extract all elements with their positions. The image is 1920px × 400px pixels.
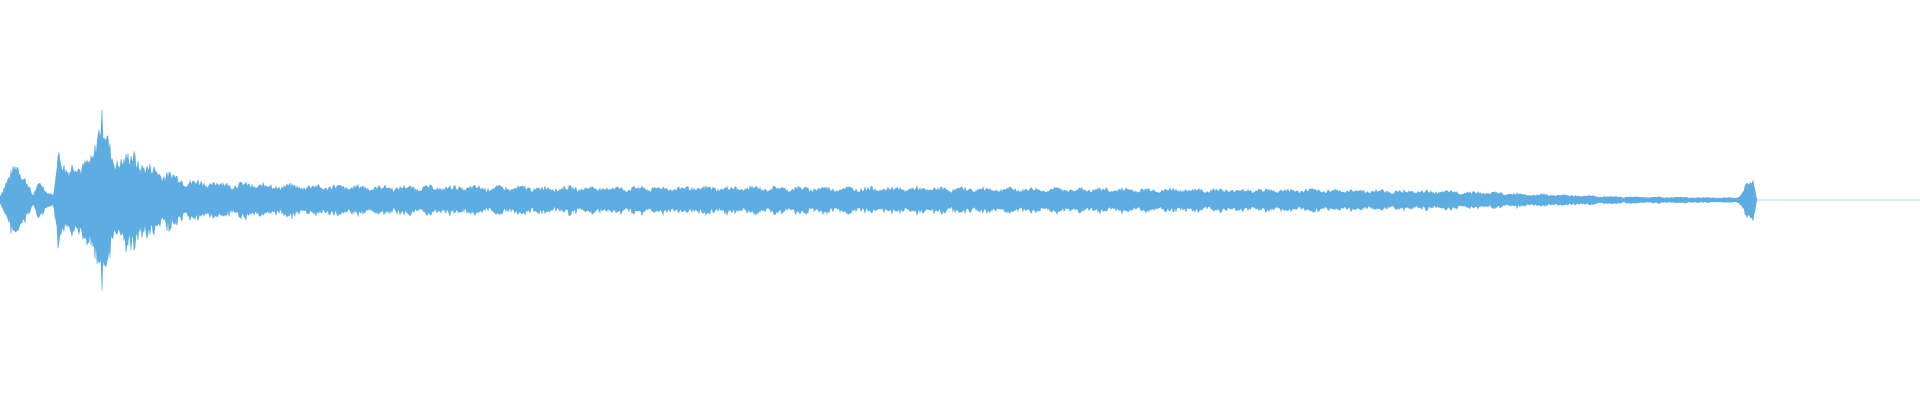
audio-waveform bbox=[0, 109, 1920, 291]
waveform-display bbox=[0, 109, 1920, 291]
